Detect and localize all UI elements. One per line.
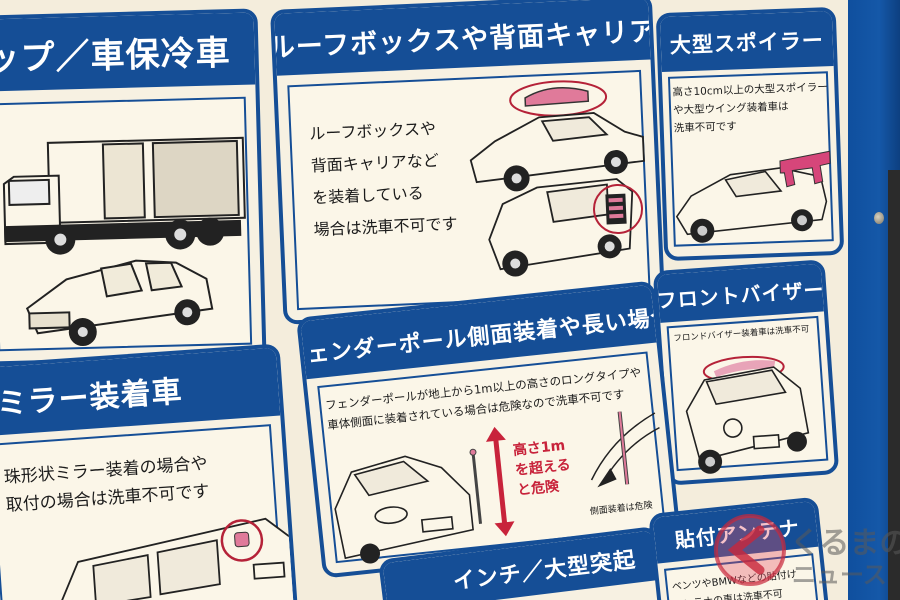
spoiler-text-3: 洗車不可です	[673, 120, 737, 135]
panel-truck-title: ップ／車保冷車	[0, 12, 256, 92]
side-mounted-pole-illustration	[590, 411, 660, 488]
panel-mirror-title: ミラー装着車	[0, 347, 281, 437]
panel-spoiler-title: 大型スポイラー	[659, 11, 834, 73]
sedan-roof-box-illustration	[469, 80, 645, 277]
panel-front-visor-title: フロントバイザー	[656, 263, 825, 323]
screw-icon	[874, 212, 884, 224]
kuruma-news-logo-icon	[714, 514, 786, 586]
watermark-line2: ニュース	[792, 561, 887, 589]
panel-truck: ップ／車保冷車	[0, 8, 267, 366]
panel-roof-box: ルーフボックスや背面キャリア ルーフボックスや 背面キャリアなど を装着している…	[270, 0, 666, 325]
panel-spoiler: 大型スポイラー 高さ10cm以上の大型スポイラー や大型ウイング装着車は 洗車不…	[655, 6, 845, 262]
panel-fender-pole: フェンダーポール側面装着や長い場合 フェンダーポールが地上から1m以上の高さのロ…	[296, 280, 682, 579]
box-truck-illustration	[2, 136, 246, 347]
wall-shadow	[888, 170, 900, 600]
height-arrow-icon	[485, 426, 515, 537]
car-fender-pole-illustration	[334, 448, 483, 564]
panel-front-visor: フロントバイザー フロンドバイザー装着車は洗車不可	[652, 259, 840, 486]
compact-car-visor-illustration	[685, 355, 810, 474]
van-mirror-illustration	[50, 517, 299, 600]
panel-mirror: ミラー装着車 珠形状ミラー装着の場合や 取付の場合は洗車不可です	[0, 343, 299, 600]
panel-roof-box-title: ルーフボックスや背面キャリア	[270, 0, 658, 76]
roof-box-text-3: を装着している	[311, 183, 425, 208]
sports-car-spoiler-illustration	[675, 150, 831, 243]
watermark-line1: くるまの	[790, 526, 900, 561]
